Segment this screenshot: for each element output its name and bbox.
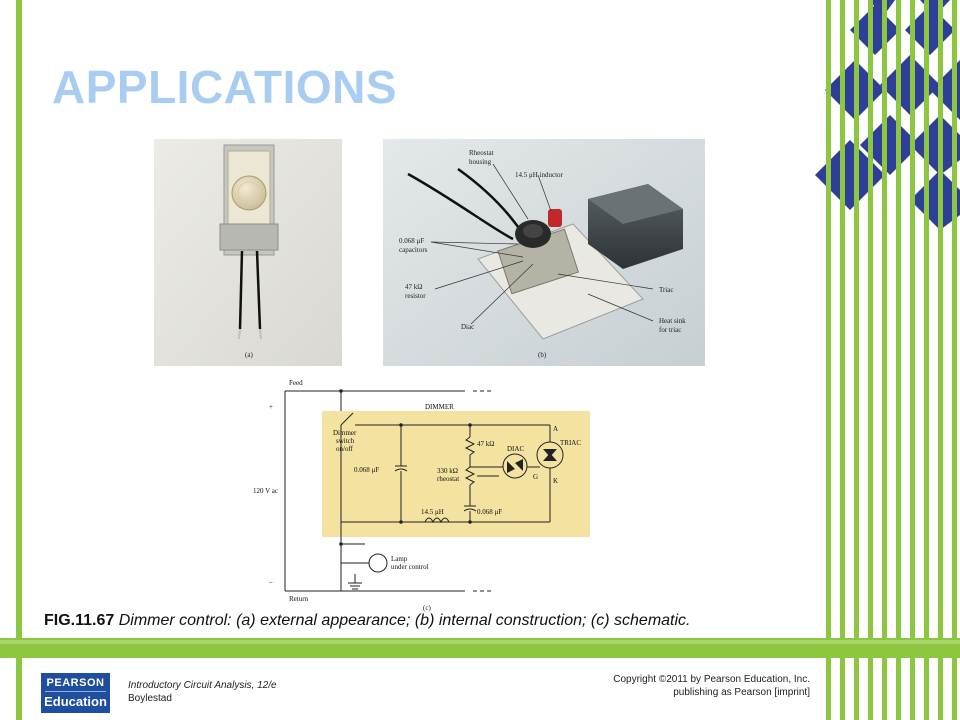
figure-caption-text: Dimmer control: (a) external appearance;… — [114, 612, 691, 629]
schematic-lamp-1: Lamp — [391, 555, 408, 563]
schematic-cap-left: 0.068 μF — [354, 466, 379, 474]
logo-line-1: PEARSON — [45, 673, 106, 692]
callout-heatsink-2: for triac — [659, 326, 681, 334]
callout-heatsink-1: Heat sink — [659, 317, 686, 325]
figure-caption: FIG.11.67 Dimmer control: (a) external a… — [44, 612, 690, 630]
schematic-switch-2: switch — [336, 437, 355, 445]
figure-b-label: (b) — [538, 351, 547, 359]
callout-resistor-2: resistor — [405, 292, 426, 300]
footer-copyright: Copyright ©2011 by Pearson Education, In… — [560, 673, 810, 699]
figure-number: FIG.11.67 — [44, 612, 115, 629]
decor-diamonds — [815, 0, 960, 240]
callout-triac: Triac — [659, 286, 674, 294]
footer-book-info: Introductory Circuit Analysis, 12/e Boyl… — [128, 679, 277, 705]
dimmer-switch-illustration: (a) — [154, 139, 342, 366]
schematic-pin-k: K — [553, 477, 558, 485]
figure-b-photo: Rheostat housing 14.5 μH inductor 0.068 … — [383, 139, 705, 366]
slide-title: APPLICATIONS — [52, 61, 398, 113]
callout-capacitors-1: 0.068 μF — [399, 237, 424, 245]
callout-rheostat-housing-2: housing — [469, 158, 492, 166]
schematic-minus: – — [268, 578, 273, 586]
callout-rheostat-housing-1: Rheostat — [469, 149, 494, 157]
callout-inductor: 14.5 μH inductor — [515, 171, 564, 179]
schematic-dimmer: DIMMER — [425, 403, 454, 411]
schematic-cap-right: 0.068 μF — [477, 508, 502, 516]
schematic-diac: DIAC — [507, 445, 524, 453]
schematic-source: 120 V ac — [253, 487, 278, 495]
copyright-line-2: publishing as Pearson [imprint] — [673, 687, 810, 698]
copyright-line-1: Copyright ©2011 by Pearson Education, In… — [613, 674, 810, 685]
callout-resistor-1: 47 kΩ — [405, 283, 422, 291]
figure-c-schematic: Feed + – 120 V ac Return DIMMER Dimmer s… — [155, 369, 705, 613]
schematic-switch-3: on/off — [336, 445, 354, 453]
schematic-rheo-1: 330 kΩ — [437, 467, 458, 475]
schematic-pin-g: G — [533, 473, 538, 481]
schematic-return: Return — [289, 595, 309, 603]
schematic-triac: TRIAC — [560, 439, 581, 447]
book-author: Boylestad — [128, 693, 172, 704]
footer-divider-highlight — [0, 640, 960, 644]
schematic-switch-1: Dimmer — [333, 429, 357, 437]
figure-a-photo: (a) — [154, 139, 342, 366]
callout-diac: Diac — [461, 323, 474, 331]
figure-c-label: (c) — [423, 604, 431, 612]
schematic-feed: Feed — [289, 379, 303, 387]
schematic-rheo-2: rheostat — [437, 475, 459, 483]
book-title: Introductory Circuit Analysis, 12/e — [128, 680, 277, 691]
callout-capacitors-2: capacitors — [399, 246, 428, 254]
internal-construction-illustration: Rheostat housing 14.5 μH inductor 0.068 … — [383, 139, 705, 366]
figure-a-label: (a) — [245, 351, 253, 359]
schematic-pin-a: A — [553, 425, 558, 433]
logo-line-2: Education — [44, 694, 107, 709]
pearson-logo: PEARSON Education — [41, 673, 110, 713]
schematic-plus: + — [269, 403, 273, 411]
schematic-res-47: 47 kΩ — [477, 440, 494, 448]
dimmer-schematic-diagram: Feed + – 120 V ac Return DIMMER Dimmer s… — [253, 379, 590, 612]
schematic-lamp-2: under control — [391, 563, 429, 571]
schematic-inductor: 14.5 μH — [421, 508, 444, 516]
